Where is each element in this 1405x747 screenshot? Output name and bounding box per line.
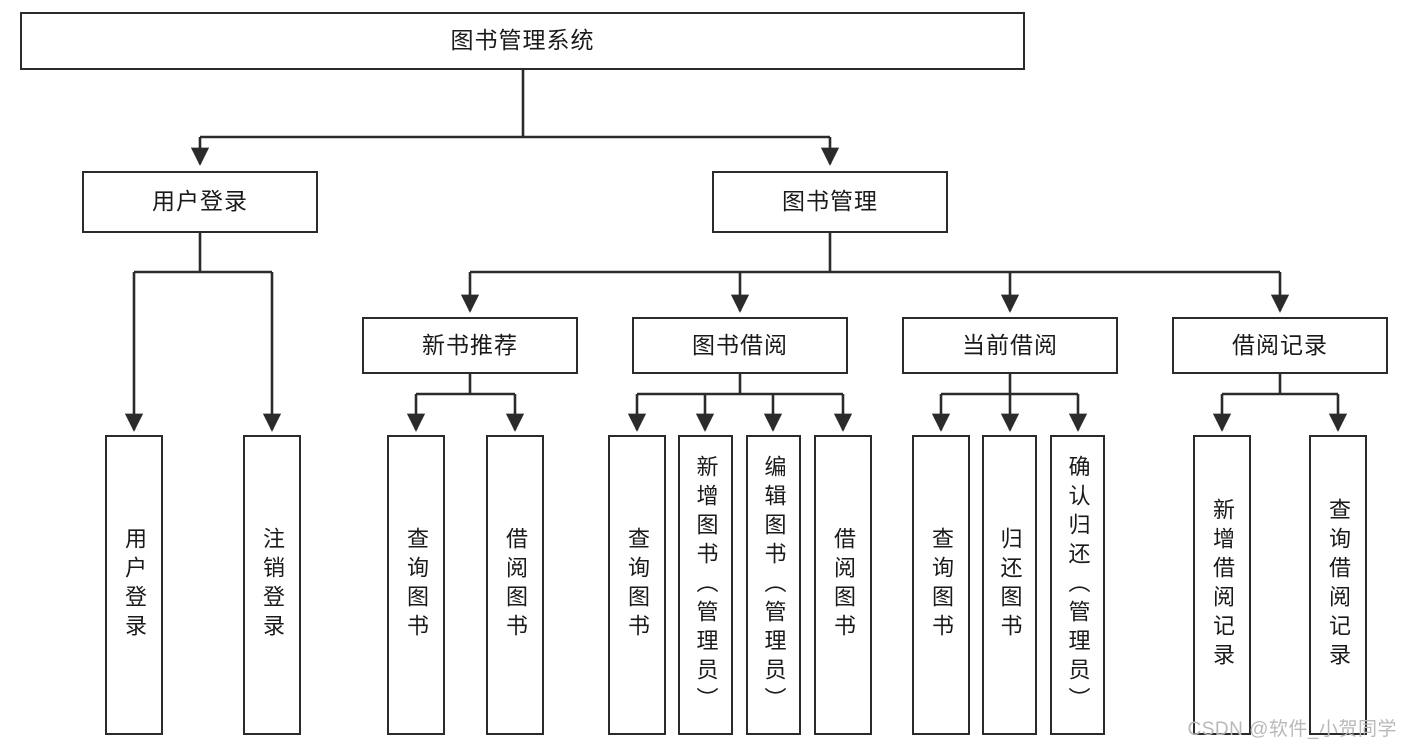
node-leaf-query-books-recommend[interactable]: 查询图书 (387, 435, 445, 735)
node-label: 查询图书 (929, 527, 954, 643)
node-leaf-query-books-borrow[interactable]: 查询图书 (608, 435, 666, 735)
node-label: 新增借阅记录 (1210, 498, 1235, 672)
node-leaf-add-book-admin[interactable]: 新增图书（管理员） (678, 435, 733, 735)
node-label: 用户登录 (122, 527, 147, 643)
node-label: 当前借阅 (962, 331, 1058, 358)
node-leaf-return-books[interactable]: 归还图书 (982, 435, 1037, 735)
node-label: 注销登录 (260, 527, 285, 643)
node-leaf-query-borrow-record[interactable]: 查询借阅记录 (1309, 435, 1367, 735)
node-label: 查询借阅记录 (1326, 498, 1351, 672)
node-label: 借阅图书 (503, 527, 528, 643)
node-label: 归还图书 (997, 527, 1023, 643)
node-current-borrowing[interactable]: 当前借阅 (902, 317, 1118, 374)
node-leaf-borrow-books-recommend[interactable]: 借阅图书 (486, 435, 544, 735)
node-label: 图书借阅 (692, 331, 788, 358)
node-label: 借阅图书 (831, 527, 856, 643)
node-label: 查询图书 (404, 527, 429, 643)
node-leaf-query-books-current[interactable]: 查询图书 (912, 435, 970, 735)
node-leaf-user-login[interactable]: 用户登录 (105, 435, 163, 735)
node-leaf-confirm-return-admin[interactable]: 确认归还（管理员） (1050, 435, 1105, 735)
node-label: 新书推荐 (422, 331, 518, 358)
node-borrow-records[interactable]: 借阅记录 (1172, 317, 1388, 374)
node-label: 借阅记录 (1232, 331, 1328, 358)
node-leaf-edit-book-admin[interactable]: 编辑图书（管理员） (746, 435, 801, 735)
node-label: 新增图书（管理员） (693, 454, 719, 716)
node-book-borrowing[interactable]: 图书借阅 (632, 317, 848, 374)
node-label: 用户登录 (152, 188, 248, 215)
node-leaf-logout[interactable]: 注销登录 (243, 435, 301, 735)
node-label: 图书管理 (782, 188, 878, 215)
node-new-book-recommendation[interactable]: 新书推荐 (362, 317, 578, 374)
node-label: 查询图书 (625, 527, 650, 643)
node-book-management[interactable]: 图书管理 (712, 171, 948, 233)
csdn-watermark: CSDN @软件_小贺同学 (1187, 719, 1397, 740)
node-leaf-borrow-books[interactable]: 借阅图书 (814, 435, 872, 735)
node-user-login[interactable]: 用户登录 (82, 171, 318, 233)
node-label: 编辑图书（管理员） (761, 454, 787, 716)
node-label: 图书管理系统 (450, 27, 595, 54)
node-label: 确认归还（管理员） (1065, 454, 1091, 716)
node-root-book-management-system[interactable]: 图书管理系统 (20, 12, 1025, 70)
node-leaf-add-borrow-record[interactable]: 新增借阅记录 (1193, 435, 1251, 735)
